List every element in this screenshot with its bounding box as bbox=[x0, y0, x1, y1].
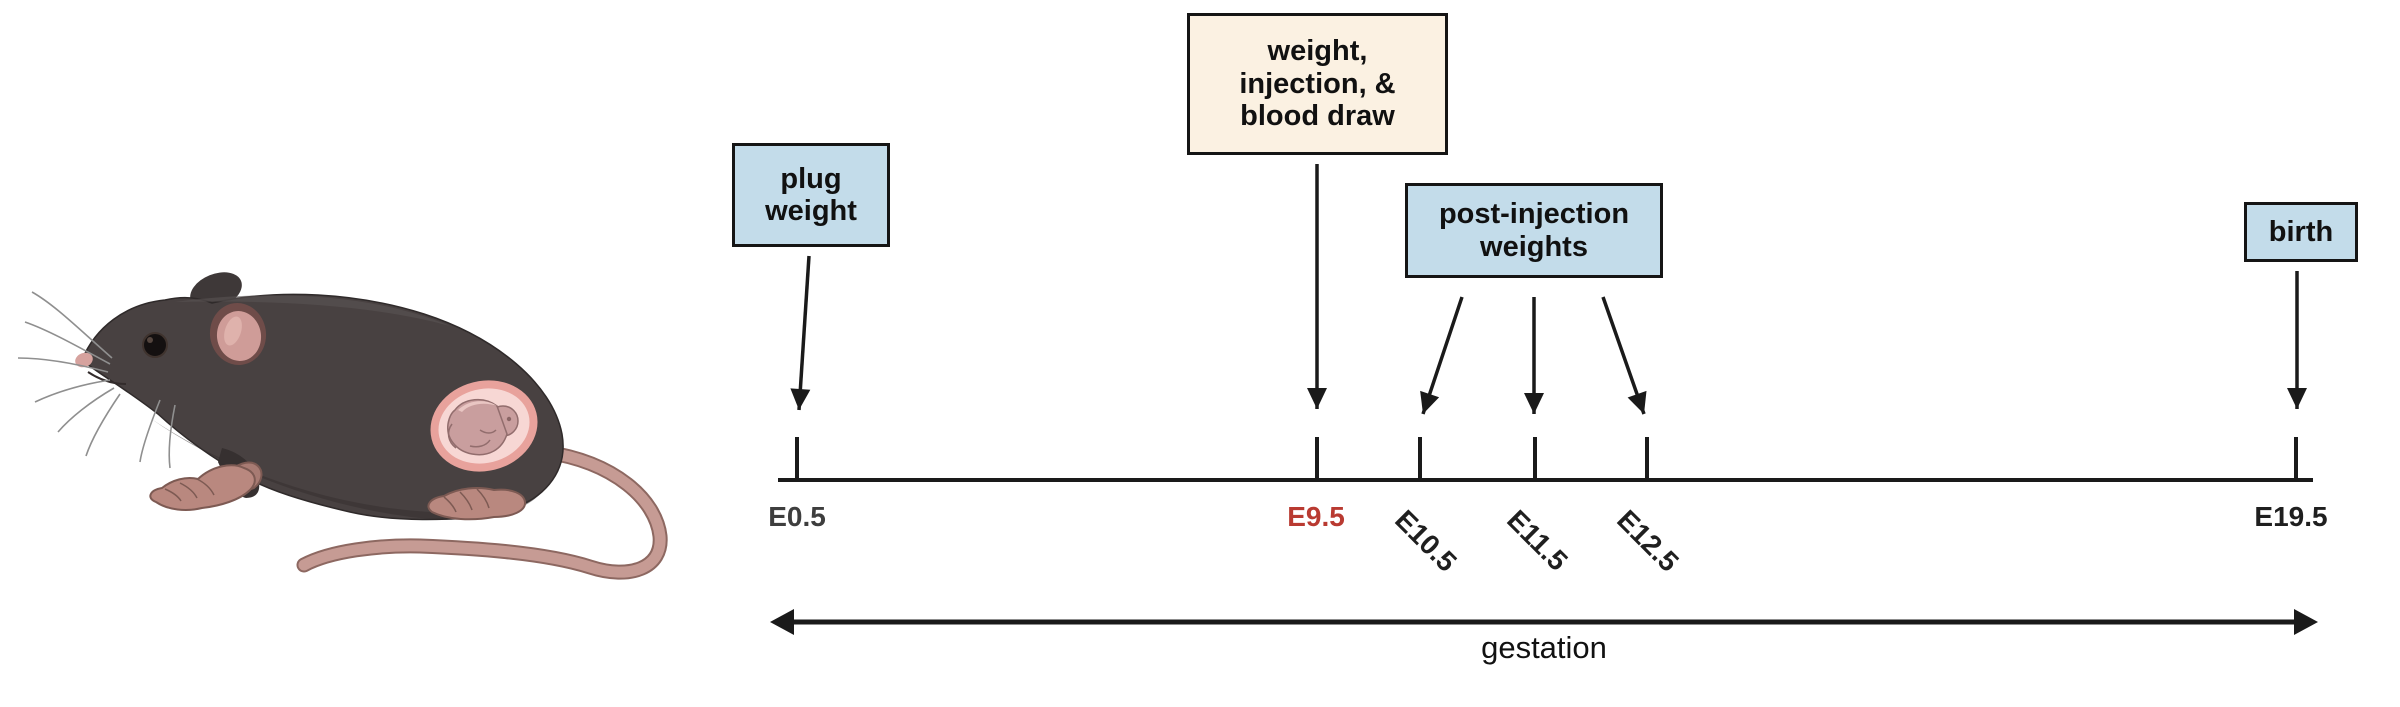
mouse-eye-icon bbox=[142, 332, 168, 358]
mouse-back-highlight bbox=[175, 295, 450, 326]
weight-injection-blood-draw-box: weight, injection, & blood draw bbox=[1187, 13, 1448, 155]
box-label-line: blood draw bbox=[1240, 100, 1395, 133]
box-label-line: post-injection bbox=[1438, 198, 1630, 231]
tick-label-e9-5: E9.5 bbox=[1287, 501, 1345, 532]
box-label-line: injection, & bbox=[1239, 67, 1396, 100]
birth-box: birth bbox=[2244, 202, 2358, 262]
gestation-arrowhead-left bbox=[770, 609, 794, 635]
mouse-nose-icon bbox=[75, 352, 93, 368]
embryo-cutaway-icon bbox=[430, 380, 538, 472]
tick-label-e19-5: E19.5 bbox=[2254, 501, 2328, 532]
mouse-hind-foot-icon bbox=[427, 487, 526, 521]
mouse-ear-icon bbox=[209, 303, 267, 365]
pregnant-mouse-icon bbox=[17, 272, 668, 580]
box-label-line: weight, bbox=[1267, 35, 1368, 68]
box-label-line: weight bbox=[765, 195, 857, 227]
timeline-axis bbox=[778, 437, 2313, 482]
tick-label-e0-5: E0.5 bbox=[768, 501, 826, 532]
box-label-line: plug bbox=[780, 162, 842, 195]
gestation-label: gestation bbox=[1481, 630, 1607, 665]
mouse-whiskers-icon bbox=[17, 291, 176, 469]
gestation-span-arrow bbox=[770, 609, 2318, 635]
mouse-tail-icon bbox=[296, 444, 668, 580]
gestation-arrowhead-right bbox=[2294, 609, 2318, 635]
mouse-front-paw-icon bbox=[149, 464, 256, 511]
arrow-post-injection-1 bbox=[1420, 296, 1464, 415]
box-label-line: birth bbox=[2268, 215, 2334, 248]
annotation-arrows bbox=[790, 164, 2307, 415]
arrow-post-injection-3 bbox=[1601, 296, 1647, 415]
post-injection-weights-box: post-injection weights bbox=[1405, 183, 1663, 278]
arrow-plug-weight bbox=[790, 255, 811, 411]
box-label-line: weights bbox=[1480, 230, 1588, 263]
plug-weight-box: plug weight bbox=[732, 143, 890, 247]
